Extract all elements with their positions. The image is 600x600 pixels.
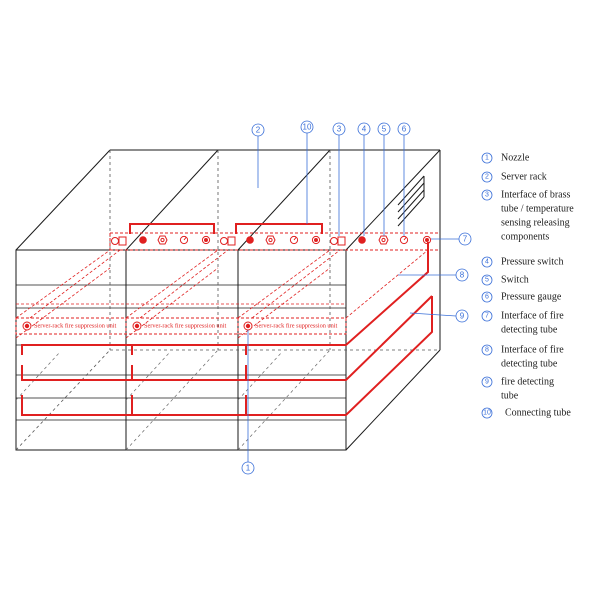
- legend-label-7: detecting tube: [501, 325, 558, 336]
- legend-number-5: 5: [485, 277, 489, 284]
- legend-label-7: Interface of fire: [501, 311, 564, 322]
- svg-text:5: 5: [382, 125, 387, 134]
- callout-4: 4: [357, 122, 371, 136]
- legend-label-3: sensing releasing: [501, 218, 570, 229]
- svg-text:6: 6: [402, 125, 407, 134]
- rack-hidden-edges: [15, 150, 440, 451]
- suppression-unit-strip: [15, 317, 347, 335]
- svg-text:2: 2: [256, 126, 261, 135]
- legend: 1 Nozzle 2 Server rack 3 Interface of brass tu…: [481, 152, 574, 419]
- nozzle-3: [243, 321, 253, 331]
- callout-9: 9: [455, 309, 469, 323]
- svg-text:3: 3: [337, 125, 342, 134]
- legend-label-4: Pressure switch: [501, 257, 564, 268]
- legend-marker-10: [481, 407, 493, 419]
- legend-number-8: 8: [485, 347, 489, 354]
- legend-label-8: detecting tube: [501, 359, 558, 370]
- unit-label-3: Server-rack fire suppression unit: [255, 323, 337, 330]
- nozzle-1: [22, 321, 32, 331]
- rack-top-and-side: [15, 149, 441, 451]
- legend-label-2: Server rack: [501, 172, 547, 183]
- callout-6: 6: [397, 122, 411, 136]
- pressure-switch-1: [139, 236, 147, 244]
- legend-label-3: Interface of brass: [501, 190, 571, 201]
- callout-1: 1: [241, 461, 255, 475]
- pressure-switch-2: [246, 236, 254, 244]
- legend-marker-4: [481, 256, 493, 268]
- callout-leaders: [247, 133, 459, 462]
- legend-marker-1: [481, 152, 493, 164]
- legend-label-6: Pressure gauge: [501, 292, 562, 303]
- svg-text:7: 7: [463, 235, 468, 244]
- switch-2: [265, 235, 276, 245]
- brass-tube-interface-2: [220, 236, 236, 246]
- legend-number-6: 6: [485, 294, 489, 301]
- callout-8: 8: [455, 268, 469, 282]
- callout-5: 5: [377, 122, 391, 136]
- legend-label-9: tube: [501, 391, 519, 402]
- svg-text:4: 4: [362, 125, 367, 134]
- legend-label-10: Connecting tube: [505, 408, 571, 419]
- legend-label-3: components: [501, 232, 549, 243]
- legend-label-3: tube / temperature: [501, 204, 574, 215]
- legend-marker-3: [481, 189, 493, 201]
- pressure-gauge-1: [179, 235, 189, 245]
- legend-marker-8: [481, 344, 493, 356]
- svg-text:9: 9: [460, 312, 465, 321]
- pressure-gauge-3: [399, 235, 409, 245]
- svg-text:1: 1: [246, 464, 251, 473]
- vent-slots: [397, 175, 425, 227]
- callout-7: 7: [458, 232, 472, 246]
- fire-detecting-tube-hidden: [15, 249, 429, 339]
- unit-label-2: Server-rack fire suppression unit: [144, 323, 226, 330]
- legend-number-2: 2: [485, 174, 489, 181]
- fire-detecting-tube: [21, 242, 433, 416]
- legend-marker-7: [481, 310, 493, 322]
- legend-number-10: 10: [483, 410, 491, 417]
- legend-label-5: Switch: [501, 275, 529, 286]
- brass-tube-interface-3: [330, 236, 346, 246]
- callout-10: 10: [300, 120, 314, 134]
- legend-label-9: fire detecting: [501, 377, 554, 388]
- legend-number-1: 1: [485, 155, 489, 162]
- component-manifold: [109, 232, 440, 251]
- legend-label-1: Nozzle: [501, 153, 530, 164]
- svg-text:8: 8: [460, 271, 465, 280]
- unit-label-1: Server-rack fire suppression unit: [34, 323, 116, 330]
- legend-number-9: 9: [485, 379, 489, 386]
- switch-1: [157, 235, 168, 245]
- connecting-tube: [129, 223, 323, 234]
- svg-text:10: 10: [303, 123, 312, 132]
- legend-marker-5: [481, 274, 493, 286]
- nozzle-2: [132, 321, 142, 331]
- legend-number-7: 7: [485, 313, 489, 320]
- legend-marker-2: [481, 171, 493, 183]
- legend-marker-9: [481, 376, 493, 388]
- fire-tube-interface-2: [311, 235, 321, 245]
- callout-2: 2: [251, 123, 265, 137]
- pressure-switch-3: [358, 236, 366, 244]
- fire-tube-interface-1: [201, 235, 211, 245]
- pressure-gauge-2: [289, 235, 299, 245]
- legend-label-8: Interface of fire: [501, 345, 564, 356]
- switch-3: [378, 235, 389, 245]
- legend-marker-6: [481, 291, 493, 303]
- legend-number-4: 4: [485, 259, 489, 266]
- callout-3: 3: [332, 122, 346, 136]
- brass-tube-interface-1: [111, 236, 127, 246]
- legend-number-3: 3: [485, 192, 489, 199]
